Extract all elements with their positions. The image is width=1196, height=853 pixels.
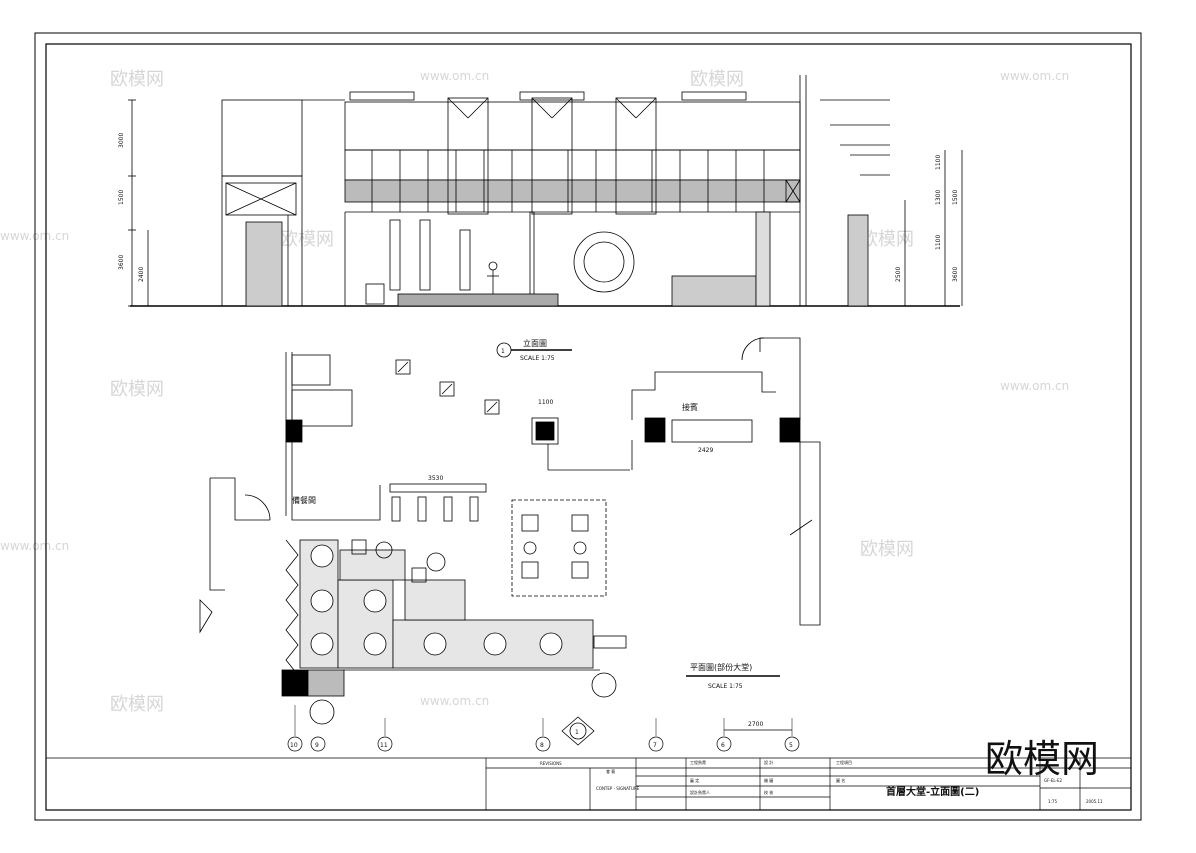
watermark-site: www.om.cn bbox=[1000, 69, 1069, 83]
title-contep-signature: CONTEP - SIGNATURE bbox=[596, 786, 640, 791]
grid-marker-11: 11 bbox=[377, 718, 393, 752]
inner-border bbox=[45, 43, 1132, 811]
svg-text:5: 5 bbox=[789, 742, 793, 749]
watermark-site: www.om.cn bbox=[420, 694, 489, 708]
plan-scale: SCALE 1:75 bbox=[708, 683, 743, 690]
brand-watermark-large: 欧模网 bbox=[985, 737, 1099, 781]
drawing-number: GF-EL-E2 bbox=[1044, 778, 1063, 783]
drawing-date: 2005.11 bbox=[1086, 799, 1103, 804]
title-revisions: REVISIONS bbox=[540, 761, 562, 766]
grid-marker-5: 5 bbox=[784, 718, 800, 752]
svg-text:11: 11 bbox=[380, 742, 388, 749]
dim-column-size: 1100 bbox=[538, 399, 553, 406]
grid-marker-6: 6 bbox=[716, 718, 732, 752]
dim-right-3: 1500 bbox=[952, 190, 959, 205]
grid-marker-9: 9 bbox=[310, 736, 326, 752]
title-cell-2: 工程項目 bbox=[836, 759, 852, 765]
watermark-brand: 欧模网 bbox=[110, 694, 164, 715]
title-block-text: REVISIONS 會 簽 CONTEP - SIGNATURE 工程負責 設 … bbox=[540, 759, 1103, 804]
watermark-brand: 欧模网 bbox=[110, 379, 164, 400]
watermark-brand: 欧模网 bbox=[110, 69, 164, 90]
dim-right-6: 3600 bbox=[952, 267, 959, 282]
svg-text:8: 8 bbox=[540, 742, 544, 749]
elevation-scale: SCALE 1:75 bbox=[520, 355, 555, 362]
svg-text:7: 7 bbox=[653, 742, 657, 749]
grid-marker-7: 7 bbox=[648, 718, 664, 752]
plan-title-group: 平面圖(部份大堂) SCALE 1:75 1 bbox=[561, 662, 780, 746]
title-block bbox=[46, 757, 1131, 810]
title-approved: 會 簽 bbox=[606, 768, 615, 774]
elevation-marker: 1 bbox=[501, 348, 505, 355]
dim-right-4: 1100 bbox=[935, 235, 942, 250]
title-cell-0: 工程負責 bbox=[690, 759, 706, 765]
dim-left-2: 1500 bbox=[118, 190, 125, 205]
dim-grid-spacing: 2700 bbox=[748, 721, 763, 728]
title-cell-5: 圖 名 bbox=[836, 777, 845, 783]
watermark-brand: 欧模网 bbox=[860, 229, 914, 250]
plan-view bbox=[199, 337, 821, 725]
elevation-title: 立面圖 bbox=[523, 338, 547, 348]
title-cell-4: 繪 圖 bbox=[764, 777, 773, 783]
dim-left-1: 3000 bbox=[118, 133, 125, 148]
title-cell-3: 審 定 bbox=[690, 777, 699, 783]
svg-text:9: 9 bbox=[315, 742, 319, 749]
elevation-view bbox=[128, 75, 963, 307]
dim-counter-width: 2429 bbox=[698, 447, 713, 454]
grid-axis-markers: 10 9 11 8 7 6 5 bbox=[287, 705, 800, 752]
elevation-dimensions: 3000 1500 3600 2400 1100 1300 1500 1100 … bbox=[118, 133, 959, 282]
dim-right-1: 1100 bbox=[935, 155, 942, 170]
dim-bar-width: 3530 bbox=[428, 475, 443, 482]
watermark-brand: 欧模网 bbox=[280, 229, 334, 250]
plan-labels: 備餐間 接賓 3530 2429 1100 2700 bbox=[292, 399, 792, 731]
svg-text:6: 6 bbox=[721, 742, 725, 749]
title-cell-1: 設 計 bbox=[764, 759, 773, 765]
dim-right-2: 1300 bbox=[935, 190, 942, 205]
room-label-pantry: 備餐間 bbox=[292, 495, 316, 505]
svg-text:10: 10 bbox=[290, 742, 298, 749]
watermark-brand: 欧模网 bbox=[860, 539, 914, 560]
title-cell-6: 設計負責人 bbox=[690, 789, 710, 795]
plan-title: 平面圖(部份大堂) bbox=[690, 662, 752, 672]
grid-marker-10: 10 bbox=[287, 705, 303, 752]
elevation-mullions bbox=[371, 150, 765, 212]
elevation-title-group: 1 立面圖 SCALE 1:75 bbox=[496, 338, 572, 362]
room-label-reception: 接賓 bbox=[682, 402, 698, 412]
dim-right-5: 2500 bbox=[895, 267, 902, 282]
dim-left-4: 2400 bbox=[138, 267, 145, 282]
watermark-brand: 欧模网 bbox=[690, 69, 744, 90]
watermark-site: www.om.cn bbox=[1000, 379, 1069, 393]
grid-marker-8: 8 bbox=[535, 718, 551, 752]
watermark-site: www.om.cn bbox=[420, 69, 489, 83]
watermark-layer: 欧模网 www.om.cn 欧模网 www.om.cn www.om.cn 欧模… bbox=[0, 69, 1069, 715]
dim-left-3: 3600 bbox=[118, 255, 125, 270]
title-cell-7: 校 核 bbox=[764, 789, 773, 795]
sheet-title: 首層大堂-立面圖(二) bbox=[886, 785, 979, 798]
drawing-scale: 1:75 bbox=[1048, 799, 1057, 804]
plan-marker: 1 bbox=[575, 729, 579, 736]
outer-border bbox=[34, 32, 1142, 821]
